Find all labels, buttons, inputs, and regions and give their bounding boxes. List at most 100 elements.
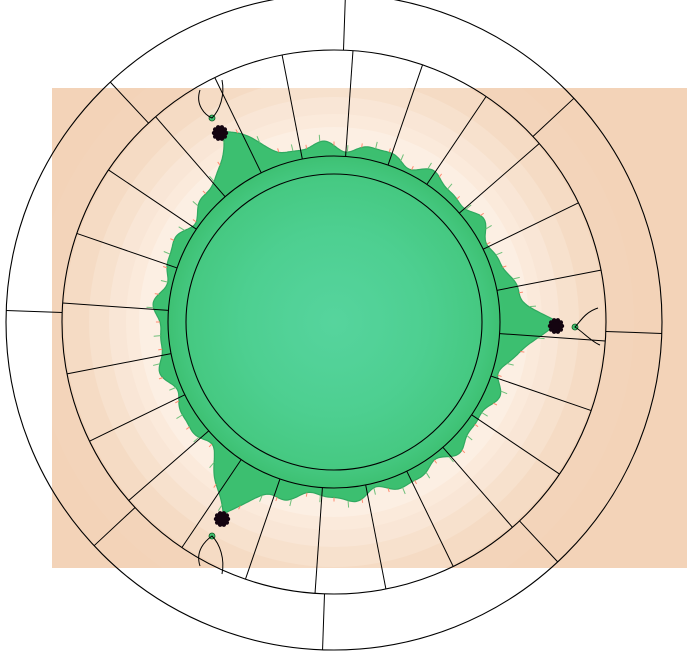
fringe-spike: [169, 387, 177, 391]
fringe-spike: [520, 351, 525, 353]
fringe-spike: [193, 436, 200, 443]
fringe-spike: [502, 265, 507, 268]
equipotential-circle-4: [185, 173, 483, 471]
middle-ray: [387, 64, 424, 166]
fringe-spike: [163, 251, 171, 255]
outer-ray: [532, 97, 575, 137]
outer-ray: [519, 520, 559, 563]
fringe-spike: [154, 293, 159, 295]
fringe-spike: [153, 335, 161, 337]
fringe-spike: [235, 129, 239, 134]
fringe-spike: [375, 141, 378, 149]
minibrot-right: [547, 318, 565, 334]
fringe-spike: [493, 402, 498, 406]
fringe-spike: [259, 495, 263, 502]
external-rays: [6, 0, 662, 650]
fringe-spike: [387, 488, 390, 493]
fringe-spike: [162, 266, 168, 269]
fringe-spike: [427, 162, 432, 170]
fringe-spike: [497, 374, 502, 377]
fringe-spike: [425, 471, 431, 479]
fringe-spike: [347, 500, 350, 508]
fringe-spike: [289, 499, 292, 507]
fringe-spike: [256, 135, 261, 143]
fringe-spike: [158, 348, 163, 351]
fringe-spike: [486, 241, 491, 245]
fringe-spike: [217, 504, 223, 511]
fringe-spike: [192, 219, 197, 223]
fringe-spike: [481, 412, 488, 417]
fringe-spike: [361, 143, 363, 148]
fringe-spike: [217, 161, 221, 166]
fringe-spike: [319, 495, 321, 503]
equipotential-circle-1: [5, 0, 663, 651]
fringe-spike: [160, 279, 168, 283]
fringe-spike: [414, 480, 417, 485]
equipotential-circle-3: [167, 155, 501, 489]
fringe-spike: [518, 291, 524, 294]
fringe-spike: [175, 400, 180, 404]
fringe-spike: [186, 426, 190, 430]
outer-ray: [605, 330, 662, 334]
fringe-spike: [158, 377, 163, 380]
fringe-spike: [495, 251, 503, 256]
fringe-spike: [170, 238, 175, 241]
fringe-spike: [528, 305, 537, 308]
fringe-spike: [318, 134, 321, 142]
fringe-spike: [411, 166, 414, 171]
middle-ray: [345, 50, 354, 157]
middle-ray: [365, 484, 387, 590]
fringe-spike: [485, 224, 492, 230]
fringe-spike: [178, 226, 185, 231]
middle-ray: [458, 143, 540, 214]
middle-ray: [62, 302, 169, 311]
fringe-spike: [176, 414, 183, 419]
outer-ray: [93, 507, 136, 547]
fringe-spike: [361, 498, 364, 503]
fringe-spike: [448, 456, 454, 463]
middle-ray: [471, 414, 560, 475]
middle-ray: [496, 269, 602, 291]
fringe-spike: [438, 173, 443, 178]
ray-loop-1: [198, 79, 224, 119]
equipotential-circle-2: [61, 49, 607, 595]
equipotential-circles: [5, 0, 663, 651]
fringe-spike: [373, 487, 376, 495]
fringe-spike: [433, 459, 438, 464]
fringe-spike: [153, 363, 161, 366]
fringe-spike: [290, 144, 294, 152]
outer-ray: [6, 310, 63, 314]
fringe-spike: [238, 505, 241, 510]
middle-ray: [490, 375, 592, 412]
middle-ray: [406, 470, 454, 567]
fringe-spike: [277, 148, 280, 153]
middle-ray: [76, 232, 178, 269]
fringe-spike: [480, 212, 485, 216]
outer-ray: [322, 593, 326, 650]
middle-ray: [426, 96, 487, 185]
minibrot-bottom-left: [213, 511, 231, 527]
fringe-spike: [305, 492, 308, 497]
middle-ray: [482, 202, 579, 250]
fringe-spike: [208, 443, 213, 448]
fringe-spike: [146, 306, 154, 309]
middle-ray: [314, 487, 323, 594]
middle-ray: [89, 394, 186, 442]
ray-loop-3: [198, 535, 224, 575]
boundary-fringe: [146, 129, 562, 511]
fringe-spike: [466, 435, 473, 441]
fringe-spike: [346, 145, 349, 153]
fringe-spike: [213, 483, 217, 488]
ray-loop-2: [574, 307, 601, 346]
middle-ray: [442, 446, 513, 528]
fringe-spike: [192, 201, 199, 207]
fringe-spike: [456, 195, 461, 200]
middle-ray: [66, 353, 172, 375]
markers: [198, 79, 601, 575]
fringe-spike: [305, 144, 308, 149]
fringe-spike: [447, 183, 453, 190]
fringe-spike: [202, 190, 207, 195]
fringe-spike: [402, 487, 406, 495]
